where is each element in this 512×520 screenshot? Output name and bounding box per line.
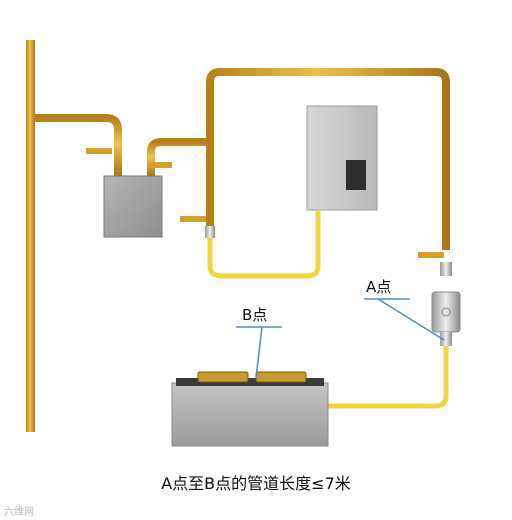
burner-right (255, 371, 307, 383)
heater-valve-fitting (205, 226, 215, 238)
leader-b (255, 326, 263, 379)
gas-meter (103, 175, 163, 238)
safety-device-knob (441, 307, 451, 317)
heater-flex-hose (207, 210, 321, 279)
a-fitting-top (440, 262, 452, 276)
riser-pipe (26, 40, 35, 432)
branch-pipe (35, 114, 122, 176)
point-b-label: B点 (242, 306, 268, 324)
loop-pipe (206, 68, 450, 250)
stove-flex-hose (328, 346, 449, 409)
outlet-valve-handle (150, 162, 172, 168)
heater-valve-handle (180, 216, 206, 222)
stove-top (176, 378, 324, 386)
meter-outlet-pipe (147, 138, 210, 176)
a-fitting-bottom (440, 332, 452, 346)
valve-handle (86, 148, 112, 154)
stove-body (171, 382, 329, 447)
leader-a (377, 298, 445, 341)
water-heater (306, 105, 378, 211)
diagram-caption: A点至B点的管道长度≤7米 (161, 474, 351, 493)
a-valve-handle (418, 252, 444, 258)
burner-left (197, 371, 249, 383)
heater-display (346, 160, 366, 190)
point-a-label: A点 (366, 278, 392, 296)
watermark: 六维网 (4, 507, 34, 518)
